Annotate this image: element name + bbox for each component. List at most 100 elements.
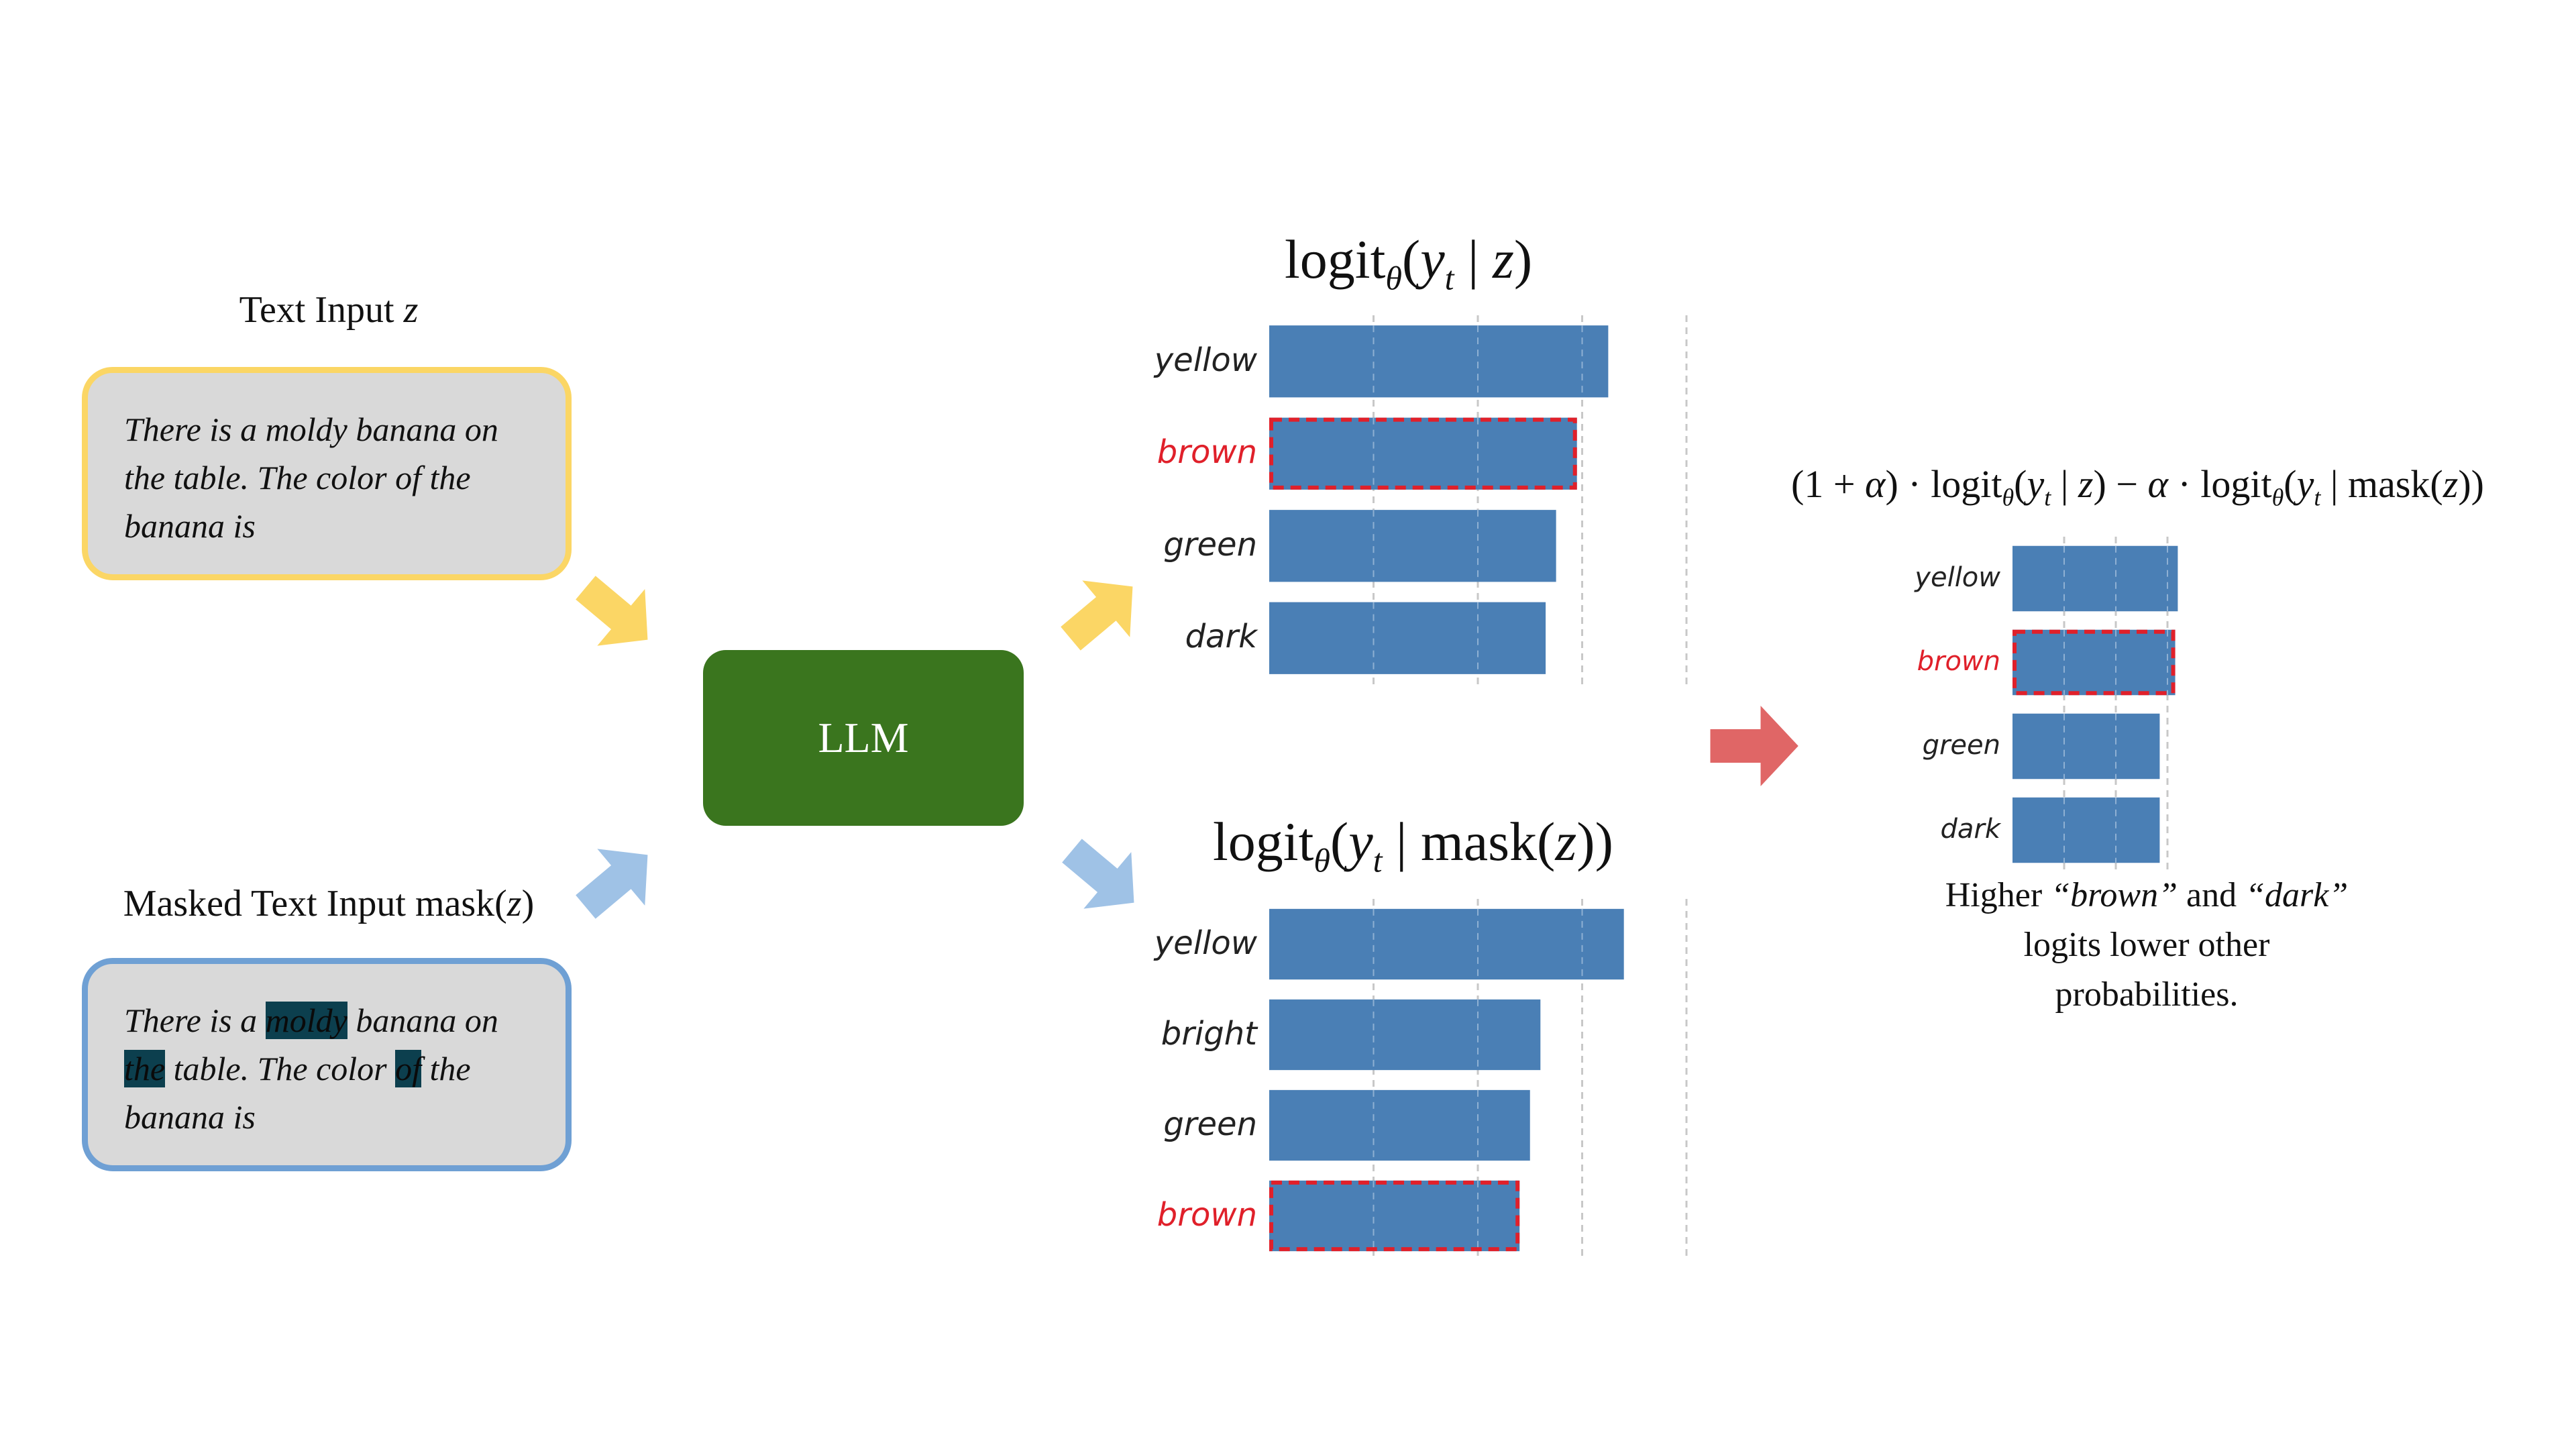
caption-emph: “brown” <box>2051 876 2178 914</box>
masked-text: the <box>421 1050 471 1087</box>
formula-part: ( <box>2284 462 2297 506</box>
bottom-chart: yellow bright green brown <box>1140 899 1690 1261</box>
chart-bar-highlight-brown <box>2012 629 2176 696</box>
chart-bar-highlight-brown <box>1269 1180 1520 1252</box>
masked-token: of <box>395 1050 422 1087</box>
result-chart: yellow brown green dark <box>1892 537 2388 872</box>
formula-part: · logit <box>2167 462 2272 506</box>
chart-bar-yellow <box>1269 325 1609 398</box>
chart-category-label: green <box>1163 525 1257 564</box>
chart-svg <box>1269 899 1688 1261</box>
chart-bar-brown <box>1269 1180 1520 1252</box>
caption-text: and <box>2178 876 2246 914</box>
chart-category-label: yellow <box>1915 561 2000 593</box>
chart-bar-highlight-brown <box>1269 417 1577 490</box>
chart-bar-brown <box>2012 629 2176 696</box>
title-var: y <box>1348 811 1373 872</box>
chart-category-label: dark <box>1940 813 2000 845</box>
chart-svg <box>2012 537 2178 872</box>
top-chart: yellow brown green dark <box>1140 315 1690 684</box>
formula-var: α <box>2147 462 2168 506</box>
formula-sub: θ <box>2271 484 2284 511</box>
formula-var: y <box>2027 462 2045 506</box>
formula-sub: t <box>2314 484 2321 511</box>
chart-bar-green <box>1269 1089 1530 1161</box>
title-fn: logit <box>1213 811 1314 872</box>
formula-var: y <box>2296 462 2314 506</box>
title-var: z <box>1492 229 1514 290</box>
masked-input-label-close: ) <box>521 883 535 924</box>
masked-input-label-var: z <box>506 883 522 924</box>
result-formula: (1 + α) · logitθ(yt | z) − α · logitθ(yt… <box>1791 462 2484 512</box>
title-sub: θ <box>1313 841 1330 879</box>
text-input-line-1: There is a moldy banana on <box>124 411 498 448</box>
caption-line-3: probabilities. <box>2055 975 2239 1014</box>
formula-sub: θ <box>2002 484 2015 511</box>
result-caption: Higher “brown” and “dark” logits lower o… <box>1825 871 2469 1020</box>
blue-arrow-icon <box>561 826 672 936</box>
title-paren: ( <box>1401 229 1421 290</box>
formula-part: (1 + <box>1791 462 1866 506</box>
yellow-arrow-icon <box>561 559 672 668</box>
chart-category-label: brown <box>1157 433 1257 472</box>
formula-part: | <box>2051 462 2078 506</box>
formula-var: z <box>2443 462 2459 506</box>
masked-text: table. The color <box>165 1050 396 1087</box>
title-paren: )) <box>1576 811 1613 872</box>
top-chart-title: logitθ(yt | z) <box>1285 228 1532 297</box>
formula-part: | mask( <box>2320 462 2443 506</box>
chart-bar-brown <box>1269 417 1577 490</box>
masked-text: banana on <box>347 1002 498 1039</box>
text-input-line-2: the table. The color of the <box>124 459 471 496</box>
masked-input-label-text: Masked Text Input mask( <box>123 883 507 924</box>
text-input-label-var: z <box>403 289 419 331</box>
formula-part: ( <box>2014 462 2027 506</box>
caption-emph: “dark” <box>2245 876 2349 914</box>
formula-var: z <box>2078 462 2094 506</box>
masked-input-line-3: banana is <box>124 1098 256 1136</box>
chart-category-label: brown <box>1157 1195 1257 1234</box>
title-given: | mask( <box>1382 811 1556 872</box>
formula-part: ) − <box>2093 462 2148 506</box>
llm-box: LLM <box>703 650 1024 826</box>
text-input-label-text: Text Input <box>239 289 404 331</box>
chart-bar-yellow <box>2012 545 2178 612</box>
chart-category-label: yellow <box>1154 924 1257 962</box>
title-sub: t <box>1444 259 1454 297</box>
chart-category-label: green <box>1163 1105 1257 1143</box>
chart-category-label: bright <box>1161 1014 1257 1053</box>
text-input-box: There is a moldy banana on the table. Th… <box>82 367 572 580</box>
chart-category-label: green <box>1922 729 2000 761</box>
masked-token: moldy <box>265 1002 347 1039</box>
formula-var: α <box>1865 462 1886 506</box>
masked-input-box: There is a moldy banana on the table. Th… <box>82 958 572 1171</box>
red-arrow-icon <box>1710 706 1799 786</box>
text-input-line-3: banana is <box>124 507 256 545</box>
title-sub: t <box>1373 841 1383 879</box>
chart-svg <box>1269 315 1688 684</box>
chart-bar-yellow <box>1269 908 1624 980</box>
title-var: z <box>1555 811 1577 872</box>
caption-line-2: logits lower other <box>2023 926 2270 964</box>
chart-bar-dark <box>2012 797 2160 863</box>
masked-input-line-2: the table. The color of the <box>124 1044 532 1093</box>
title-sub: θ <box>1385 259 1402 297</box>
title-paren: ) <box>1513 229 1533 290</box>
chart-category-label: brown <box>1917 645 2000 677</box>
masked-input-line-1: There is a moldy banana on <box>124 996 532 1044</box>
title-var: y <box>1420 229 1445 290</box>
formula-part: ) · logit <box>1885 462 2002 506</box>
chart-bar-green <box>1269 510 1556 582</box>
title-fn: logit <box>1285 229 1386 290</box>
chart-bar-green <box>2012 713 2160 780</box>
caption-line-1: Higher “brown” and “dark” <box>1825 871 2469 920</box>
chart-category-label: yellow <box>1154 341 1257 379</box>
caption-text: Higher <box>1945 876 2051 914</box>
formula-part: )) <box>2458 462 2484 506</box>
llm-label: LLM <box>818 714 909 761</box>
masked-text: There is a <box>124 1002 266 1039</box>
chart-category-label: dark <box>1185 618 1257 656</box>
chart-bar-dark <box>1269 602 1546 674</box>
formula-sub: t <box>2044 484 2051 511</box>
text-input-label: Text Input z <box>80 288 577 331</box>
